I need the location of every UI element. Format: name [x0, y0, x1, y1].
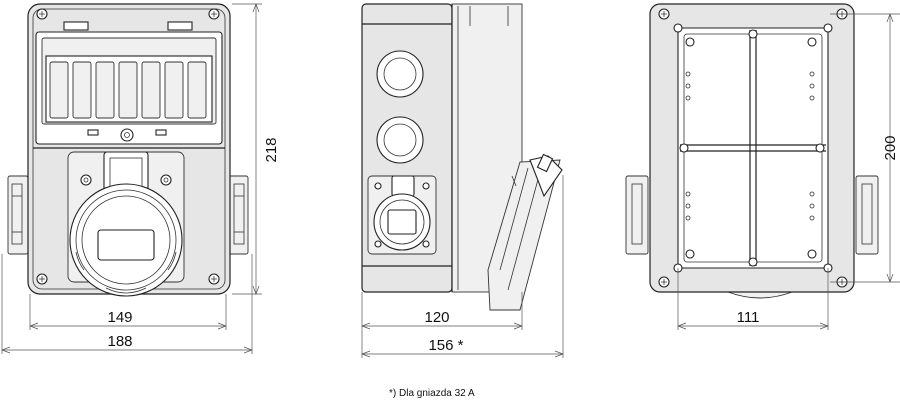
dim-front-total-width: 188 — [107, 333, 132, 350]
side-angled-socket — [487, 153, 563, 311]
side-view: 120 156 * — [361, 3, 564, 358]
back-dimensions — [677, 13, 900, 330]
side-dimensions — [361, 175, 564, 358]
back-right-bracket — [855, 175, 879, 255]
breaker-modules — [49, 61, 207, 119]
dim-back-inner-height: 200 — [882, 135, 899, 160]
dim-front-inner-width: 149 — [107, 309, 132, 326]
side-socket — [367, 175, 437, 255]
front-corner-screws — [36, 8, 220, 285]
footnote: *) Dla gniazda 32 A — [389, 388, 475, 399]
dim-side-total-depth: 156 * — [428, 337, 463, 354]
front-right-bracket — [227, 175, 249, 255]
front-left-bracket — [7, 175, 29, 255]
back-left-bracket — [625, 175, 649, 255]
back-mounting-holes — [679, 29, 825, 267]
dim-back-inner-width: 111 — [737, 309, 760, 326]
dim-front-height: 218 — [263, 137, 280, 162]
cee-socket-front — [67, 151, 185, 297]
back-view: 200 111 — [625, 3, 900, 330]
front-dimensions — [1, 3, 262, 354]
dim-side-depth: 120 — [424, 309, 449, 326]
breaker-window — [35, 31, 223, 145]
front-view: 218 149 188 — [1, 3, 280, 354]
side-cable-glands — [376, 50, 424, 164]
